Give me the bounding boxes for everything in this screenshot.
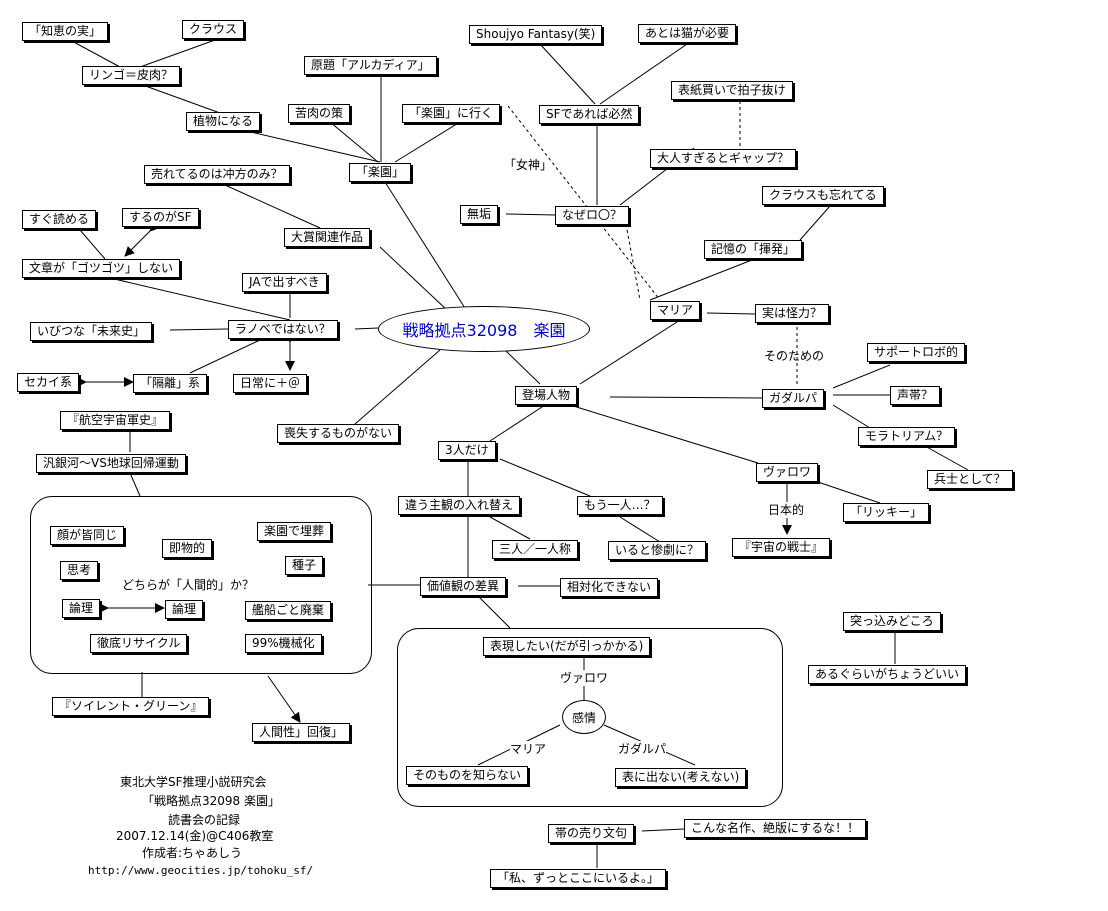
sugu-node[interactable]: すぐ読める <box>22 210 97 229</box>
megami-label: 「女神」 <box>504 158 553 172</box>
emotion-group <box>397 628 783 807</box>
rakuen-node[interactable]: 「楽園」 <box>349 163 412 182</box>
tettei-node[interactable]: 徹底リサイクル <box>90 634 188 653</box>
kikaika-node[interactable]: 99%機械化 <box>245 634 322 653</box>
neko-node[interactable]: あとは猫が必要 <box>638 24 737 43</box>
nichijo-node[interactable]: 日常に＋＠ <box>233 374 308 393</box>
hangin-node[interactable]: 汎銀河～VS地球回帰運動 <box>36 454 186 473</box>
watashi-node[interactable]: 「私、ずっとここにいるよ。」 <box>490 869 667 888</box>
kuniku-node[interactable]: 苦肉の策 <box>288 104 351 123</box>
shikou-node[interactable]: 思考 <box>60 561 99 580</box>
otona-node[interactable]: 大人すぎるとギャップ？ <box>650 149 797 168</box>
omote-node[interactable]: 表に出ない(考えない) <box>615 768 747 787</box>
sonotame-label: そのための <box>764 349 825 363</box>
shoujo-node[interactable]: Shoujyo Fantasy(笑) <box>469 25 603 44</box>
surunoga-node[interactable]: するのがSF <box>122 208 199 227</box>
moratorium-node[interactable]: モラトリアム？ <box>858 427 956 446</box>
claus-node[interactable]: クラウス <box>182 20 245 39</box>
credit-author: 作成者:ちゃあしう <box>142 846 243 860</box>
bunsho-node[interactable]: 文章が「ゴツゴツ」しない <box>22 259 181 278</box>
taishou-node[interactable]: 大賞関連作品 <box>284 228 371 247</box>
hyougen-node[interactable]: 表現したい(だが引っかかる) <box>483 637 651 656</box>
varowa-sub-label: ヴァロワ <box>560 670 609 686</box>
kioku-node[interactable]: 記憶の「揮発」 <box>704 240 803 259</box>
tojo-node[interactable]: 登場人物 <box>515 386 578 405</box>
muku-node[interactable]: 無垢 <box>460 205 499 224</box>
credit-date: 2007.12.14(金)@C406教室 <box>116 829 274 843</box>
kanjou-node: 感情 <box>562 700 606 734</box>
sannin-ichininshou-node[interactable]: 三人／一人称 <box>492 540 579 559</box>
maisou-node[interactable]: 楽園で埋葬 <box>257 522 332 541</box>
ronri-right-node[interactable]: 論理 <box>165 600 204 619</box>
kairiki-node[interactable]: 実は怪力？ <box>755 304 830 323</box>
ringo-node[interactable]: リンゴ＝皮肉？ <box>82 66 181 85</box>
credit-url[interactable]: http://www.geocities.jp/tohoku_sf/ <box>88 864 314 877</box>
dochiraga-label: どちらが「人間的」か？ <box>122 578 255 592</box>
seitai-node[interactable]: 声帯？ <box>890 386 941 405</box>
claus2-node[interactable]: クラウスも忘れてる <box>762 186 884 205</box>
ibitsu-node[interactable]: いびつな「未来史」 <box>30 322 153 341</box>
heishi-node[interactable]: 兵士として？ <box>927 470 1013 489</box>
maria-sub-label: マリア <box>510 741 547 757</box>
tsukkomi-node[interactable]: 突っ込みどころ <box>843 612 941 631</box>
mou-hitori-node[interactable]: もう一人…？ <box>577 496 663 515</box>
sonomono-node[interactable]: そのものを知らない <box>406 766 529 785</box>
support-node[interactable]: サポートロボ的 <box>867 343 966 362</box>
chigau-node[interactable]: 違う主観の入れ替え <box>398 496 521 515</box>
koukuu-node[interactable]: 『航空宇宙軍史』 <box>60 411 171 430</box>
soylent-node[interactable]: 『ソイレント・グリーン』 <box>52 697 210 716</box>
aru-node[interactable]: あるぐらいがちょうどいい <box>808 665 967 684</box>
gadarupa-node[interactable]: ガダルパ <box>762 389 825 408</box>
credit-record: 読書会の記録 <box>168 813 241 827</box>
varowa-node[interactable]: ヴァロワ <box>756 463 819 482</box>
gendai-node[interactable]: 原題「アルカディア」 <box>304 56 437 75</box>
naze-node[interactable]: なぜロ〇？ <box>555 206 630 225</box>
uchu-senshi-node[interactable]: 『宇宙の戦士』 <box>732 538 831 557</box>
kansen-node[interactable]: 艦船ごと廃棄 <box>245 601 332 620</box>
sf-hitsuzen-node[interactable]: SFであれば必然 <box>539 105 640 124</box>
sokubutsu-node[interactable]: 即物的 <box>162 539 213 558</box>
sannin-dake-node[interactable]: 3人だけ <box>438 441 496 460</box>
maria-node[interactable]: マリア <box>650 301 701 320</box>
ranobe-node[interactable]: ラノベではない？ <box>228 320 338 339</box>
iruto-node[interactable]: いると惨劇に？ <box>608 541 707 560</box>
ronri-left-node[interactable]: 論理 <box>62 599 101 618</box>
credit-title: 「戦略拠点32098 楽園」 <box>142 794 280 808</box>
kachikan-node[interactable]: 価値観の差異 <box>420 577 507 596</box>
hyoshi-node[interactable]: 表紙買いで拍子抜け <box>671 81 793 100</box>
ningensei-node[interactable]: 人間性」回復」 <box>252 723 351 742</box>
soutai-node[interactable]: 相対化できない <box>560 578 659 597</box>
rakuen-iku-node[interactable]: 「楽園」に行く <box>402 104 501 123</box>
kao-node[interactable]: 顔が皆同じ <box>50 526 125 545</box>
shushi-node[interactable]: 種子 <box>285 556 324 575</box>
humanity-group <box>30 496 372 674</box>
credit-club: 東北大学SF推理小説研究会 <box>120 775 267 789</box>
chie-node[interactable]: 「知恵の実」 <box>22 22 109 41</box>
ja-node[interactable]: JAで出すべき <box>242 273 327 292</box>
ureteru-node[interactable]: 売れてるのは冲方のみ？ <box>144 165 290 184</box>
rikki-node[interactable]: 「リッキー」 <box>843 503 930 522</box>
soushitsu-node[interactable]: 喪失するものがない <box>277 424 400 443</box>
center-topic[interactable]: 戦略拠点32098 楽園 <box>378 306 590 352</box>
sekai-node[interactable]: セカイ系 <box>17 373 80 392</box>
obi-node[interactable]: 帯の売り文句 <box>548 824 635 843</box>
nihonteki-label: 日本的 <box>768 502 805 518</box>
konna-node[interactable]: こんな名作、絶版にするな！！ <box>684 819 867 838</box>
kakuri-node[interactable]: 「隔離」系 <box>133 374 208 393</box>
gadarupa-sub-label: ガダルパ <box>618 741 667 757</box>
shokubutsu-node[interactable]: 植物になる <box>186 112 261 131</box>
